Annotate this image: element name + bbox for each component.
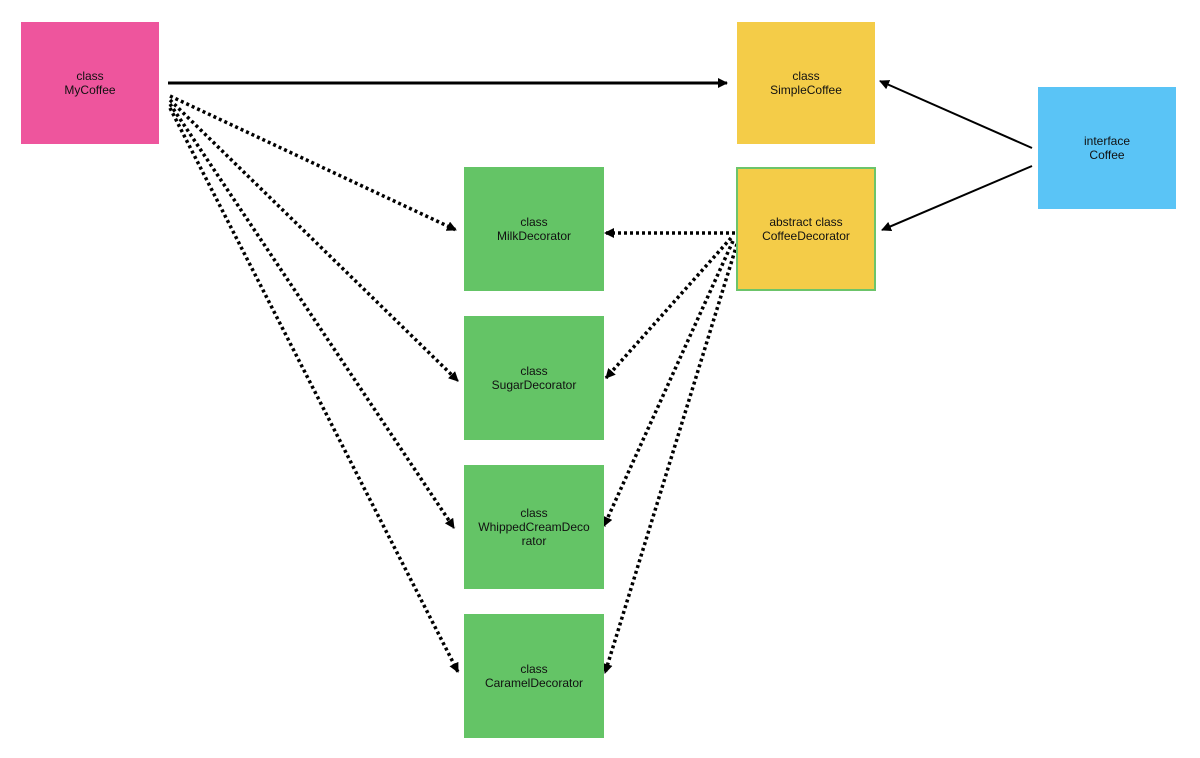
node-mycoffee-label: class MyCoffee [64, 69, 116, 97]
node-whippedcreamdecorator: class WhippedCreamDeco rator [464, 465, 604, 589]
edge-mycoffee-to-whippedcreamdecorator [168, 103, 456, 529]
node-carameldecorator-label: class CaramelDecorator [484, 662, 584, 690]
node-coffeedecorator-label: abstract class CoffeeDecorator [762, 215, 850, 243]
edge-coffee-to-coffeedecorator [881, 165, 1033, 232]
edge-mycoffee-to-sugardecorator [168, 98, 460, 383]
node-milkdecorator-label: class MilkDecorator [496, 215, 571, 243]
node-simplecoffee: class SimpleCoffee [737, 22, 875, 144]
edge-coffeedecorator-to-carameldecorator [602, 243, 739, 674]
node-carameldecorator: class CaramelDecorator [464, 614, 604, 738]
node-whippedcreamdecorator-label: class WhippedCreamDeco rator [478, 506, 590, 548]
edge-coffeedecorator-to-whippedcreamdecorator [602, 240, 735, 527]
node-simplecoffee-label: class SimpleCoffee [770, 69, 842, 97]
edge-coffee-to-simplecoffee [879, 80, 1033, 149]
node-sugardecorator-label: class SugarDecorator [491, 364, 577, 392]
edge-mycoffee-to-carameldecorator [168, 107, 460, 673]
node-coffee-label: interface Coffee [1083, 134, 1131, 162]
node-coffee-interface: interface Coffee [1038, 87, 1176, 209]
node-coffeedecorator: abstract class CoffeeDecorator [736, 167, 876, 291]
node-milkdecorator: class MilkDecorator [464, 167, 604, 291]
node-sugardecorator: class SugarDecorator [464, 316, 604, 440]
edge-mycoffee-to-milkdecorator [169, 94, 457, 232]
node-mycoffee: class MyCoffee [21, 22, 159, 144]
edge-coffeedecorator-to-sugardecorator [604, 236, 733, 380]
